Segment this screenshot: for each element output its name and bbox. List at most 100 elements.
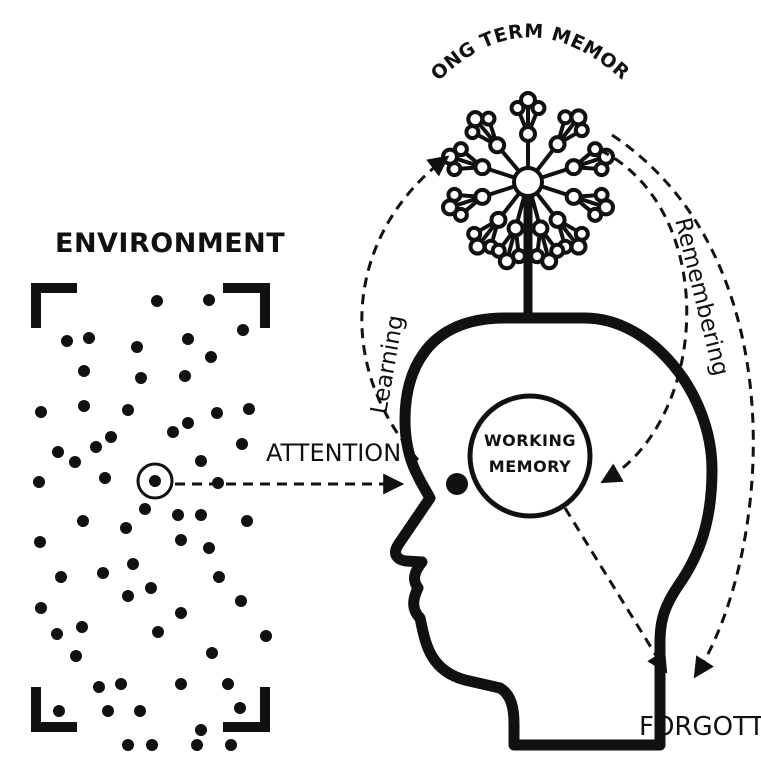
network-node bbox=[530, 100, 547, 117]
environment-dot bbox=[175, 678, 187, 690]
environment-dot bbox=[206, 647, 218, 659]
working-memory-circle bbox=[467, 393, 593, 519]
remembering-label: Remembering bbox=[669, 215, 733, 378]
network-node bbox=[506, 219, 525, 238]
environment-dot bbox=[152, 626, 164, 638]
environment-dot bbox=[182, 417, 194, 429]
environment-dot bbox=[78, 365, 90, 377]
environment-dot bbox=[260, 630, 272, 642]
working-memory-label-line1: WORKING bbox=[484, 431, 576, 450]
network-node bbox=[548, 210, 567, 229]
network-node bbox=[596, 198, 615, 217]
environment-dot bbox=[76, 621, 88, 633]
environment-dot bbox=[243, 403, 255, 415]
environment-dot bbox=[146, 739, 158, 751]
network-hub bbox=[512, 166, 544, 198]
environment-dot bbox=[236, 438, 248, 450]
environment-label: ENVIRONMENT bbox=[55, 228, 285, 259]
network-node bbox=[441, 147, 460, 166]
network-node bbox=[557, 109, 574, 126]
environment-dot bbox=[55, 571, 67, 583]
forgotten-label: FORGOTTEN bbox=[639, 712, 761, 742]
network-node bbox=[468, 237, 487, 256]
network-node bbox=[540, 252, 559, 271]
environment-dot bbox=[120, 522, 132, 534]
target-icon bbox=[136, 462, 174, 500]
network-node bbox=[497, 252, 516, 271]
environment-dot bbox=[131, 341, 143, 353]
environment-dot bbox=[203, 542, 215, 554]
forgetting-arrow-long-term bbox=[611, 133, 755, 679]
neural-network-icon bbox=[441, 91, 615, 318]
forgetting-arrow-working bbox=[563, 507, 668, 674]
environment-dot bbox=[99, 472, 111, 484]
environment-dot bbox=[105, 431, 117, 443]
environment-dot bbox=[90, 441, 102, 453]
environment-dot bbox=[70, 650, 82, 662]
remembering-arrow bbox=[599, 148, 689, 484]
environment-dot bbox=[33, 476, 45, 488]
learning-arrow bbox=[360, 155, 450, 461]
environment-dot bbox=[203, 294, 215, 306]
environment-dot bbox=[235, 595, 247, 607]
environment-dot bbox=[175, 607, 187, 619]
network-node bbox=[596, 147, 615, 166]
environment-dot bbox=[222, 678, 234, 690]
environment-dot bbox=[213, 571, 225, 583]
network-node bbox=[531, 219, 550, 238]
environment-dot bbox=[35, 602, 47, 614]
environment-particles bbox=[33, 294, 272, 751]
environment-dot bbox=[151, 295, 163, 307]
network-node bbox=[564, 187, 583, 206]
environment-dot bbox=[172, 509, 184, 521]
environment-dot bbox=[115, 678, 127, 690]
environment-dot bbox=[83, 332, 95, 344]
network-node bbox=[473, 187, 492, 206]
environment-dot bbox=[122, 739, 134, 751]
environment-dot bbox=[51, 628, 63, 640]
environment-dot bbox=[122, 404, 134, 416]
environment-dot bbox=[195, 455, 207, 467]
network-node bbox=[441, 198, 460, 217]
environment-dot bbox=[93, 681, 105, 693]
environment-dot bbox=[52, 446, 64, 458]
environment-dot bbox=[205, 351, 217, 363]
environment-dot bbox=[135, 372, 147, 384]
environment-dot bbox=[69, 456, 81, 468]
environment-frame bbox=[31, 283, 270, 732]
network-node bbox=[489, 210, 508, 229]
environment-dot bbox=[211, 407, 223, 419]
environment-dot bbox=[241, 515, 253, 527]
network-node bbox=[564, 158, 583, 177]
environment-dot bbox=[195, 724, 207, 736]
environment-dot bbox=[179, 370, 191, 382]
environment-dot bbox=[175, 534, 187, 546]
network-node bbox=[488, 136, 507, 155]
eye-icon bbox=[446, 473, 468, 495]
network-node bbox=[490, 242, 507, 259]
environment-dot bbox=[127, 558, 139, 570]
environment-dot bbox=[102, 705, 114, 717]
environment-dot bbox=[225, 739, 237, 751]
environment-dot bbox=[34, 536, 46, 548]
environment-dot bbox=[145, 582, 157, 594]
head-profile-icon bbox=[390, 312, 718, 751]
environment-dot bbox=[182, 333, 194, 345]
environment-dot bbox=[139, 503, 151, 515]
network-node bbox=[466, 110, 485, 129]
network-node bbox=[569, 237, 588, 256]
long-term-memory-label: LONG TERM MEMORY bbox=[0, 0, 634, 85]
network-node bbox=[548, 135, 567, 154]
working-memory-label-line2: MEMORY bbox=[489, 457, 571, 476]
environment-dot bbox=[191, 739, 203, 751]
network-node bbox=[569, 108, 588, 127]
environment-dot bbox=[78, 400, 90, 412]
network-node bbox=[480, 110, 497, 127]
environment-dot bbox=[134, 705, 146, 717]
network-node bbox=[519, 125, 537, 143]
attention-label: ATTENTION bbox=[266, 439, 401, 467]
environment-dot bbox=[195, 509, 207, 521]
environment-dot bbox=[167, 426, 179, 438]
environment-dot bbox=[234, 702, 246, 714]
